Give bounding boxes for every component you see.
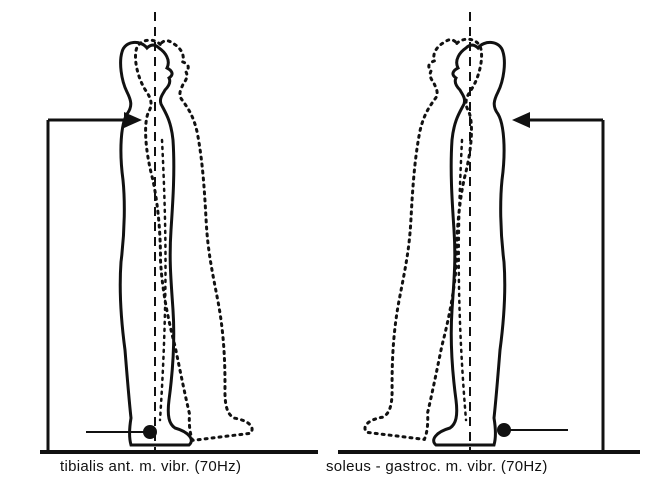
left-panel (40, 12, 318, 452)
caption-right: soleus - gastroc. m. vibr. (70Hz) (326, 458, 548, 475)
swayed-body-right (364, 32, 484, 440)
arrow-head-right (512, 112, 530, 128)
swayed-body-left (133, 33, 253, 441)
vibrator-dot-right (497, 423, 511, 437)
caption-left: tibialis ant. m. vibr. (70Hz) (60, 458, 241, 475)
right-panel (338, 12, 640, 452)
